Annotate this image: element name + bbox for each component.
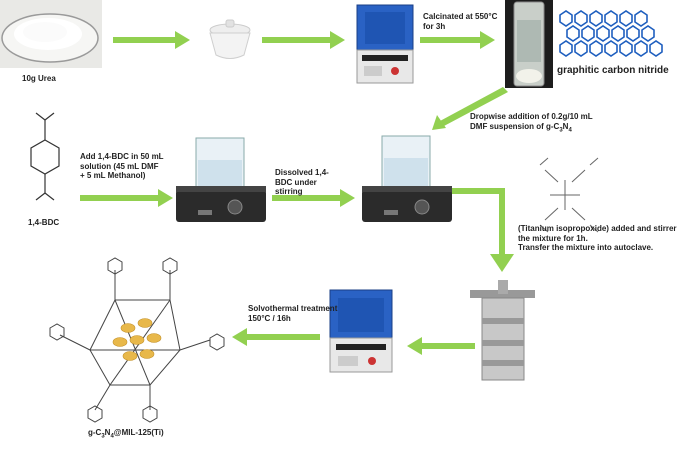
label-solvothermal-line2: 150°C / 16h [248,313,291,323]
arrow-stirrer-to-autoclave [450,188,514,272]
label-titanium: (Titanium isopropoxide) added and stirre… [518,224,677,253]
arrow-bdc-to-stirrer [80,189,173,207]
titanium-isopropoxide-image [539,157,599,233]
mil125-structure-image [49,257,225,423]
bdc-molecule-image [30,112,60,201]
autoclave-image [470,280,535,381]
label-dissolved: Dissolved 1,4-BDC under stirring [275,168,329,197]
arrow-autoclave-to-furnace [407,337,475,355]
label-titanium-line3: Transfer the mixture into autoclave. [518,243,654,253]
label-calcined: Calcinated at 550°C for 3h [423,12,498,31]
label-dropwise-sub4: 4 [568,127,572,134]
magnetic-stirrer-2-image [362,135,452,222]
arrow-gcn-to-beaker [432,87,508,130]
arrow-furnace-to-product [232,328,320,346]
label-dropwise-line2: DMF suspension of g-C [470,121,560,131]
arrow-crucible-to-furnace [262,31,345,49]
label-dropwise-n: N [562,121,569,131]
label-urea: 10g Urea [22,74,56,83]
label-titanium-line1: (Titanium isopropoxide) added and stirre… [518,224,677,233]
label-dropwise-line1: Dropwise addition of 0.2g/10 mL [470,112,593,121]
label-product-n: N [104,428,111,437]
label-add-bdc: Add 1,4-BDC in 50 mL solution (45 mL DMF… [80,152,164,181]
label-product-b: @MIL-125(Ti) [113,428,164,437]
magnetic-stirrer-1-image [176,137,266,222]
label-solvothermal: Solvothermal treatment 150°C / 16h [248,304,337,323]
crucible-image [209,19,251,59]
label-bdc: 1,4-BDC [28,218,60,227]
vial-gcn-image [505,0,553,88]
arrow-furnace-to-gcn [420,31,495,49]
muffle-furnace-1-image [356,4,414,84]
muffle-furnace-2-image [329,289,393,373]
arrow-stirrer-to-stirrer [272,189,355,207]
label-gcn: graphitic carbon nitride [557,65,669,76]
petri-dish-urea-image [0,0,102,68]
label-dropwise-sub3: 3 [559,127,563,134]
label-product: g-C3N4@MIL-125(Ti) [88,428,164,441]
arrow-urea-to-crucible [113,31,190,49]
label-product-a: g-C [88,428,102,437]
label-titanium-line2: the mixture for 1h. [518,233,588,243]
gcn-structure-image [559,10,663,57]
label-dropwise: Dropwise addition of 0.2g/10 mL DMF susp… [470,112,593,134]
label-product-sub3: 3 [101,433,105,440]
label-solvothermal-line1: Solvothermal treatment [248,304,338,313]
label-product-sub4: 4 [110,433,114,440]
